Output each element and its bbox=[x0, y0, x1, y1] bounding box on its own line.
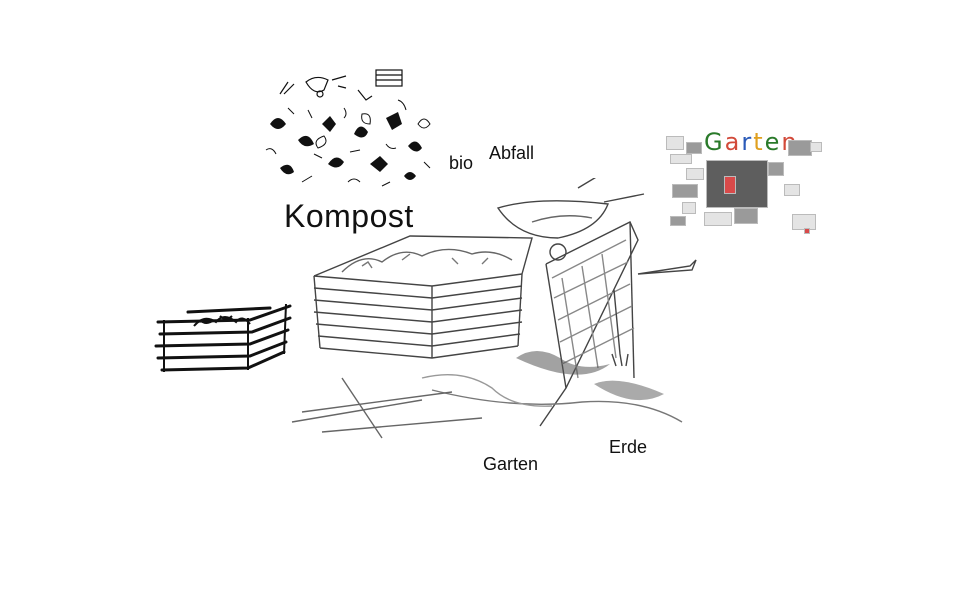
collage-thumbnail bbox=[706, 160, 768, 208]
collage-title-letter: t bbox=[753, 128, 765, 156]
collage-title-letter: e bbox=[764, 128, 782, 156]
collage-thumbnail bbox=[682, 202, 696, 214]
collage-thumbnail bbox=[734, 208, 758, 224]
collage-thumbnail bbox=[670, 154, 692, 164]
compost-bin-scene-icon bbox=[291, 178, 697, 439]
label-kompost: Kompost bbox=[284, 198, 414, 234]
collage-thumbnail bbox=[784, 184, 800, 196]
collage-title-letter: r bbox=[741, 128, 754, 156]
wood-bin-icon bbox=[154, 303, 292, 372]
collage-thumbnail bbox=[666, 136, 684, 150]
label-garten: Garten bbox=[483, 454, 539, 474]
label-bio: bio bbox=[449, 153, 474, 173]
collage-thumbnail bbox=[686, 168, 704, 180]
collage-thumbnail bbox=[704, 212, 732, 226]
collage-thumbnail bbox=[804, 228, 810, 234]
collage-thumbnail bbox=[686, 142, 702, 154]
collage-thumbnail bbox=[768, 162, 784, 176]
collage-thumbnail bbox=[724, 176, 736, 194]
collage-title-letter: a bbox=[724, 128, 742, 156]
small-compost-bin-illustration bbox=[150, 290, 298, 380]
garten-thumbnail-collage[interactable]: Garten bbox=[664, 120, 822, 240]
leaf-doodles-icon bbox=[265, 69, 431, 187]
collage-thumbnail bbox=[810, 142, 822, 152]
collage-thumbnail bbox=[672, 184, 698, 198]
collage-title: Garten bbox=[704, 128, 799, 156]
main-compost-scene-illustration bbox=[282, 178, 702, 440]
label-erde: Erde bbox=[609, 437, 648, 457]
collage-title-letter: G bbox=[704, 128, 725, 156]
collage-thumbnail bbox=[788, 140, 812, 156]
collage-thumbnail bbox=[670, 216, 686, 226]
doodle-sheet-illustration bbox=[258, 64, 442, 194]
label-abfall: Abfall bbox=[489, 143, 535, 163]
